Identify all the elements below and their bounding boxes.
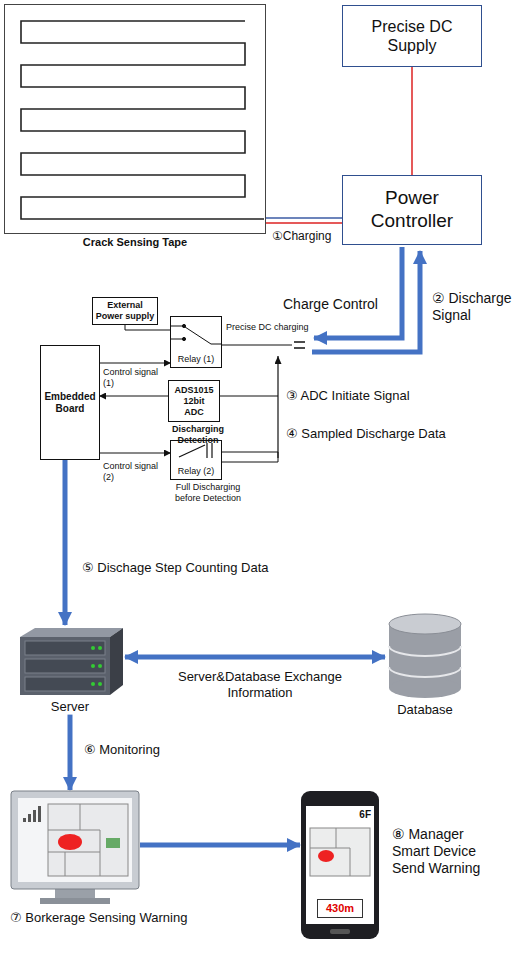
node-frame: External Power supply (92, 297, 158, 325)
signal-label: Charge Control (283, 296, 378, 313)
charge-control-arrow (314, 247, 402, 338)
node-text: 6F (359, 809, 371, 821)
node-text: Power Controller (347, 187, 477, 233)
terminal-symbol (294, 341, 305, 343)
relay-box: Relay (2)Full Discharging before Detecti… (170, 440, 222, 504)
signal-label: ⑧ Manager Smart Device Send Warning (392, 826, 496, 876)
edge-label: ⑥ Monitoring (84, 742, 160, 758)
node-caption: Full Discharging before Detection (170, 482, 246, 504)
relay-switch (171, 324, 221, 344)
signal-label: ② Discharge Signal (432, 290, 524, 324)
connector (100, 396, 168, 397)
node-text: Relay (1) (178, 354, 215, 365)
node-frame (4, 4, 266, 234)
adc-box: ADS1015 12bit ADCDischarging Detection (168, 380, 220, 446)
sensing-trace (21, 21, 264, 219)
relay-wire (222, 462, 278, 463)
node-caption: ⑦ Borkerage Sensing Warning (10, 910, 140, 926)
phone-node: 6F 430m (300, 790, 380, 940)
node-caption: Crack Sensing Tape (4, 236, 266, 249)
node-text: Embedded Board (44, 391, 95, 415)
database-icon (389, 614, 461, 698)
connector (100, 453, 170, 454)
database-node: Database (385, 612, 465, 718)
node-art (15, 625, 125, 697)
connector (411, 67, 413, 175)
charging-wire (266, 222, 342, 224)
connector (63, 460, 68, 625)
edge-label: Control signal (2) (103, 461, 167, 483)
connector (100, 363, 170, 364)
sensing-tape: Crack Sensing Tape (4, 4, 266, 249)
relay-contact (179, 443, 212, 458)
edge-label: Server&Database Exchange Information (160, 669, 360, 700)
node-caption: Server (15, 699, 125, 715)
node-text: Precise DC Supply (347, 17, 477, 55)
detection-bus (277, 356, 278, 458)
board-box: Embedded Board (40, 345, 100, 460)
node-text: 430m (317, 899, 363, 918)
node-frame: ADS1015 12bit ADC (168, 380, 220, 422)
connector (140, 843, 300, 848)
node-frame (10, 790, 140, 908)
adc-wire (220, 396, 278, 397)
relay-wire (278, 452, 279, 462)
node-frame (15, 625, 125, 697)
terminal-symbol (294, 347, 305, 349)
node-art (385, 612, 465, 700)
node-frame: Relay (1) (170, 316, 222, 368)
connector (266, 217, 342, 219)
node-text: ADS1015 12bit ADC (173, 385, 215, 417)
charging-wire (222, 345, 292, 346)
node-frame: 6F 430m (300, 790, 380, 940)
connector (125, 325, 170, 330)
node-text: Relay (2) (178, 466, 215, 477)
connector (125, 655, 385, 660)
process-box: Power Controller (342, 175, 482, 245)
connector (68, 715, 73, 790)
relay-wire (222, 452, 278, 453)
node-art (10, 790, 140, 908)
node-frame: Embedded Board (40, 345, 100, 460)
node-frame: Power Controller (342, 175, 482, 245)
signal-label: ④ Sampled Discharge Data (286, 426, 446, 442)
edge-label: ①Charging (272, 229, 331, 243)
node-frame: Relay (2) (170, 440, 222, 480)
relay-box: Relay (1) (170, 316, 222, 368)
process-box: Precise DC Supply (342, 5, 482, 67)
node-caption: Database (385, 702, 465, 718)
edge-label: Control signal (1) (103, 367, 167, 389)
signal-label: Precise DC charging (226, 322, 309, 333)
node-caption: Discharging Detection (168, 424, 228, 446)
server-node: Server (15, 625, 125, 715)
server-icon (20, 628, 123, 695)
power-box: External Power supply (92, 297, 158, 325)
node-frame: Precise DC Supply (342, 5, 482, 67)
node-art (5, 5, 265, 233)
signal-label: ③ ADC Initiate Signal (286, 388, 410, 404)
edge-label: ⑤ Dischage Step Counting Data (82, 560, 269, 576)
node-frame (385, 612, 465, 700)
node-text: External Power supply (95, 300, 155, 322)
phone-icon (301, 791, 379, 939)
monitor-node: ⑦ Borkerage Sensing Warning (10, 790, 140, 926)
monitor-icon (11, 791, 139, 904)
